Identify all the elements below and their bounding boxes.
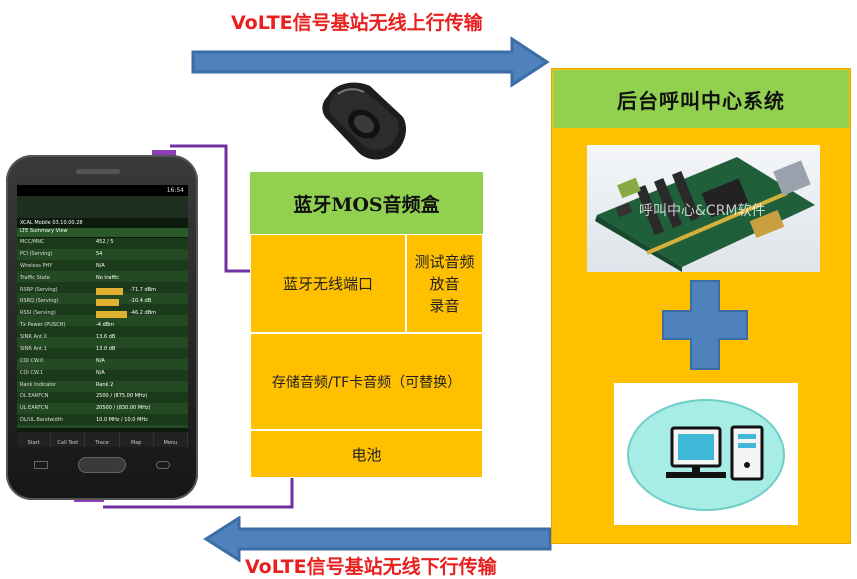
- phone-table-row: PCI (Serving) 54: [17, 251, 102, 261]
- phone-row-key: DL EARFCN: [20, 393, 49, 400]
- uplink-arrow: [191, 36, 550, 88]
- phone-table-row: CQI CW.0 N/A: [17, 358, 105, 368]
- phone-row-key: DL/UL Bandwidth: [20, 417, 63, 424]
- phone-table-row: SINR Ant.0 13.6 dB: [17, 334, 115, 344]
- phone-row-value: 13.0 dB: [96, 345, 116, 352]
- phone-table-row: RSRQ (Serving) -10.4 dB: [17, 298, 151, 308]
- phone-row-key: CQI CW.0: [20, 357, 44, 364]
- phone-row-value: 13.6 dB: [96, 334, 116, 340]
- back-button[interactable]: [156, 461, 170, 469]
- phone-table-row: CQI CW.1 N/A: [17, 370, 105, 380]
- phone-home-button[interactable]: [78, 457, 126, 473]
- battery-cell: 电池: [250, 430, 483, 478]
- plus-icon: [662, 280, 748, 370]
- phone-row-value: 10.0 MHz / 10.0 MHz: [96, 417, 148, 424]
- phone-row-value: Rank 2: [96, 381, 114, 388]
- card-watermark: 呼叫中心&CRM软件: [639, 203, 766, 219]
- signal-bar: [96, 287, 123, 295]
- bt-port-cell: 蓝牙无线端口: [250, 234, 406, 333]
- app-title: XCAL Mobile 03.10.00.28: [20, 220, 83, 226]
- phone-table-row: Rank Indicator Rank 2: [17, 382, 113, 392]
- phone-row-key: RSRP (Serving): [20, 286, 58, 293]
- phone-table-row: UL EARFCN 20500 / (830.00 MHz): [17, 405, 150, 415]
- phone-table-row: RSSI (Serving) -46.2 dBm: [17, 310, 156, 320]
- signal-bar: [96, 311, 127, 319]
- phone-table-row: DL EARFCN 2500 / (875.00 MHz): [17, 393, 147, 403]
- phone-row-value: -4 dBm: [96, 322, 115, 329]
- phone-row-key: PCI (Serving): [20, 250, 53, 257]
- phone-row-key: MCC/MNC: [20, 239, 45, 245]
- phone-row-key: Rank Indicator: [20, 381, 57, 388]
- phone-tab[interactable]: Trace: [85, 432, 120, 447]
- phone-row-key: RSRQ (Serving): [20, 298, 59, 305]
- bt-box-title: 蓝牙MOS音频盒: [250, 172, 483, 234]
- phone-row-value: 54: [96, 250, 103, 257]
- phone-table-row: DL/UL Bandwidth 10.0 MHz / 10.0 MHz: [17, 417, 148, 427]
- phone-row-key: Traffic State: [20, 274, 50, 281]
- phone-table-row: Traffic State No traffic: [17, 275, 119, 285]
- phone-table-row: SINR Ant.1 13.0 dB: [17, 346, 115, 356]
- downlink-label: VoLTE信号基站无线下行传输: [245, 556, 497, 578]
- phone-row-key: SINR Ant.1: [20, 345, 47, 352]
- phone-row-value: N/A: [96, 262, 105, 269]
- phone-screen: 16:54 XCAL Mobile 03.10.00.28 LTE Summar…: [17, 185, 188, 447]
- phone-tab[interactable]: Menu: [154, 432, 188, 447]
- telephony-card-image: 呼叫中心&CRM软件: [587, 145, 820, 272]
- phone-table-row: RSRP (Serving) -71.7 dBm: [17, 287, 156, 297]
- smartphone: 16:54 XCAL Mobile 03.10.00.28 LTE Summar…: [6, 155, 198, 500]
- bluetooth-dongle-icon: [322, 82, 406, 160]
- phone-row-key: Wireless PHY: [20, 262, 53, 269]
- phone-tab[interactable]: Start: [17, 432, 52, 447]
- phone-row-key: Tx Power (PUSCH): [20, 322, 66, 329]
- phone-row-value: 452 / 5: [96, 239, 114, 245]
- phone-row-value: 20500 / (830.00 MHz): [96, 405, 151, 412]
- uplink-label: VoLTE信号基站无线上行传输: [231, 12, 483, 34]
- phone-row-value: N/A: [96, 357, 105, 364]
- signal-bar: [96, 299, 119, 307]
- test-audio-line-3: 录音: [429, 296, 460, 315]
- phone-row-value: -10.4 dB: [96, 298, 151, 308]
- phone-table-row: Tx Power (PUSCH) -4 dBm: [17, 322, 114, 332]
- menu-button[interactable]: [34, 461, 48, 469]
- phone-row-key: SINR Ant.0: [20, 334, 47, 340]
- test-audio-line-2: 放音: [429, 274, 460, 293]
- phone-row-key: RSSI (Serving): [20, 310, 56, 317]
- storage-audio-cell: 存储音频/TF卡音频（可替换）: [250, 333, 483, 430]
- phone-row-key: UL EARFCN: [20, 405, 49, 412]
- downlink-arrow: [203, 516, 552, 562]
- phone-row-value: N/A: [96, 369, 105, 376]
- phone-table-row: Wireless PHY N/A: [17, 263, 105, 273]
- telephony-card-icon: [595, 157, 815, 272]
- status-time: 16:54: [166, 187, 184, 194]
- phone-row-value: No traffic: [96, 274, 120, 281]
- test-audio-line-1: 测试音频: [414, 252, 475, 271]
- phone-tab[interactable]: Map: [120, 432, 154, 447]
- computer-icon: [627, 399, 785, 511]
- backend-title: 后台呼叫中心系统: [553, 70, 849, 128]
- phone-row-value: 2500 / (875.00 MHz): [96, 393, 148, 400]
- test-audio-cell: 测试音频 放音 录音: [406, 234, 483, 333]
- phone-tab[interactable]: Call Test: [51, 432, 86, 447]
- phone-earpiece: [76, 169, 120, 174]
- phone-row-key: CQI CW.1: [20, 369, 44, 376]
- phone-row-value: -71.7 dBm: [96, 287, 156, 297]
- phone-row-value: -46.2 dBm: [96, 310, 156, 320]
- panel-title: LTE Summary View: [17, 228, 188, 237]
- phone-table-row: MCC/MNC 452 / 5: [17, 239, 114, 249]
